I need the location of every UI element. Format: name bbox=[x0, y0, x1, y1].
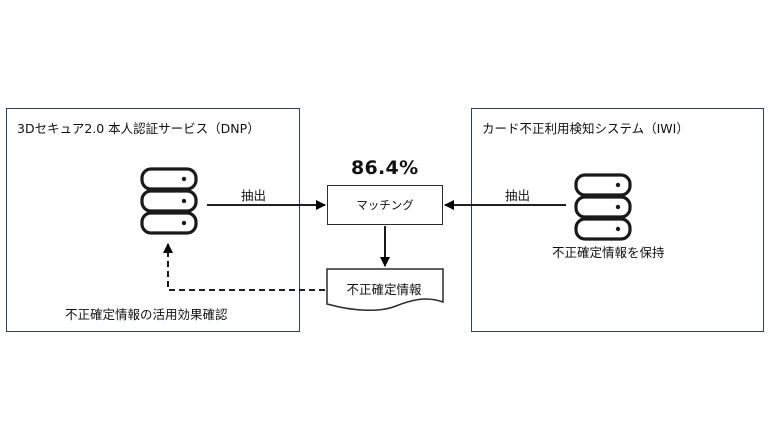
extract-label-right: 抽出 bbox=[505, 188, 531, 203]
dnp-system-title: 3Dセキュア2.0 本人認証サービス（DNP） bbox=[17, 121, 260, 136]
dnp-system-box: 3Dセキュア2.0 本人認証サービス（DNP） 不正確定情報の活用効果確認 bbox=[6, 108, 300, 332]
extract-label-left: 抽出 bbox=[241, 188, 267, 203]
feedback-dashed-arrow bbox=[163, 243, 325, 291]
dnp-caption: 不正確定情報の活用効果確認 bbox=[65, 307, 228, 322]
matching-label: マッチング bbox=[356, 198, 414, 212]
iwi-caption: 不正確定情報を保持 bbox=[552, 245, 665, 260]
match-rate: 86.4% bbox=[351, 157, 419, 179]
iwi-system-title: カード不正利用検知システム（IWI） bbox=[482, 121, 689, 136]
database-icon bbox=[574, 173, 632, 241]
output-document-label: 不正確定情報 bbox=[346, 282, 422, 297]
document-shape bbox=[326, 268, 444, 312]
database-icon bbox=[140, 167, 198, 235]
matching-process-box: マッチング bbox=[327, 185, 443, 225]
iwi-system-box: カード不正利用検知システム（IWI） 不正確定情報を保持 bbox=[471, 108, 764, 332]
